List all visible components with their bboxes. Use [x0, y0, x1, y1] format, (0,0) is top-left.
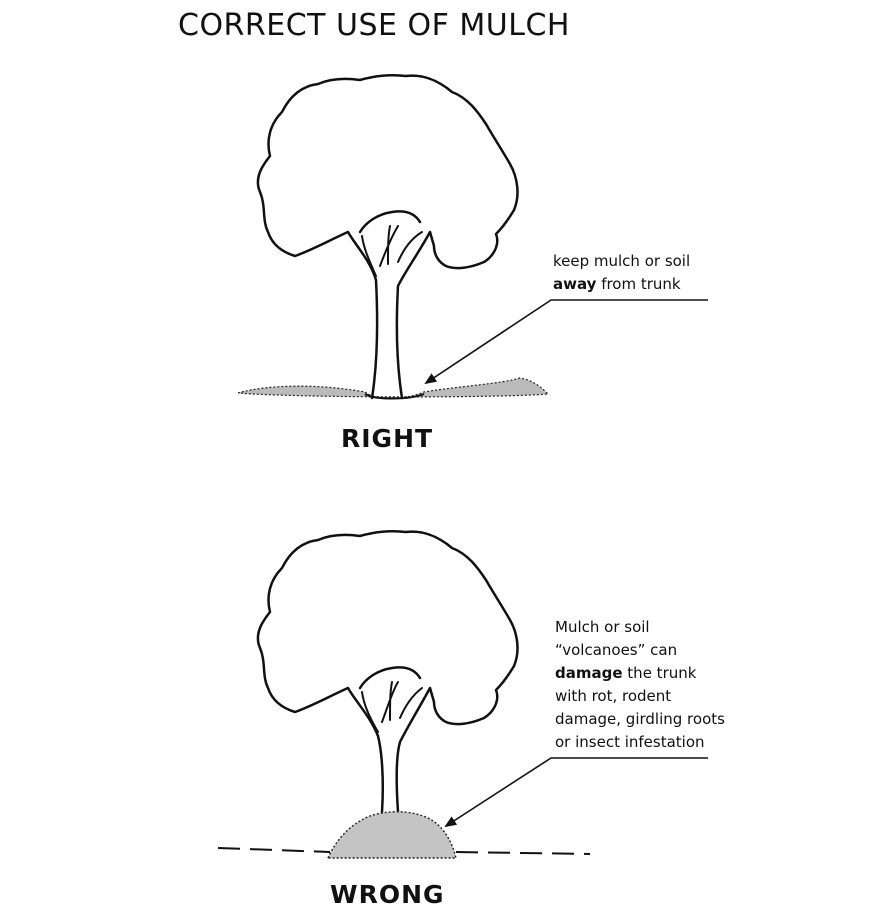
caption-wrong-line5: damage, girdling roots: [555, 710, 725, 728]
tree-right-ground: [237, 377, 550, 399]
caption-right-line2-rest: from trunk: [596, 275, 681, 293]
caption-wrong: Mulch or soil “volcanoes” can damage the…: [555, 616, 725, 754]
tree-right-canopy: [256, 73, 519, 270]
caption-wrong-line2: “volcanoes” can: [555, 641, 678, 659]
tree-wrong-branches: [361, 681, 423, 733]
tree-right: [237, 73, 550, 400]
caption-right-line2: away from trunk: [553, 273, 690, 296]
ground-line-wrong: [217, 847, 591, 855]
tree-wrong-canopy: [256, 529, 519, 726]
caption-wrong-line3-rest: the trunk: [622, 664, 697, 682]
callout-leader-right: [424, 299, 708, 385]
caption-wrong-emphasis: damage: [555, 664, 623, 682]
tree-right-trunk: [346, 210, 432, 400]
tree-wrong-trunk: [346, 666, 432, 814]
panel-label-wrong: WRONG: [330, 880, 445, 909]
tree-wrong: [217, 529, 591, 859]
caption-wrong-line4: with rot, rodent: [555, 687, 672, 705]
caption-wrong-line6: or insect infestation: [555, 733, 705, 751]
tree-right-branches: [361, 225, 423, 277]
caption-wrong-line1: Mulch or soil: [555, 618, 650, 636]
caption-right: keep mulch or soil away from trunk: [553, 250, 690, 296]
panel-label-right: RIGHT: [341, 424, 434, 453]
caption-right-emphasis: away: [553, 275, 597, 293]
diagram-title: CORRECT USE OF MULCH: [178, 8, 570, 43]
callout-leader-wrong: [444, 757, 708, 828]
caption-right-line1: keep mulch or soil: [553, 252, 691, 270]
caption-wrong-line3: damage the trunk: [555, 662, 725, 685]
mulch-volcano: [326, 811, 457, 859]
